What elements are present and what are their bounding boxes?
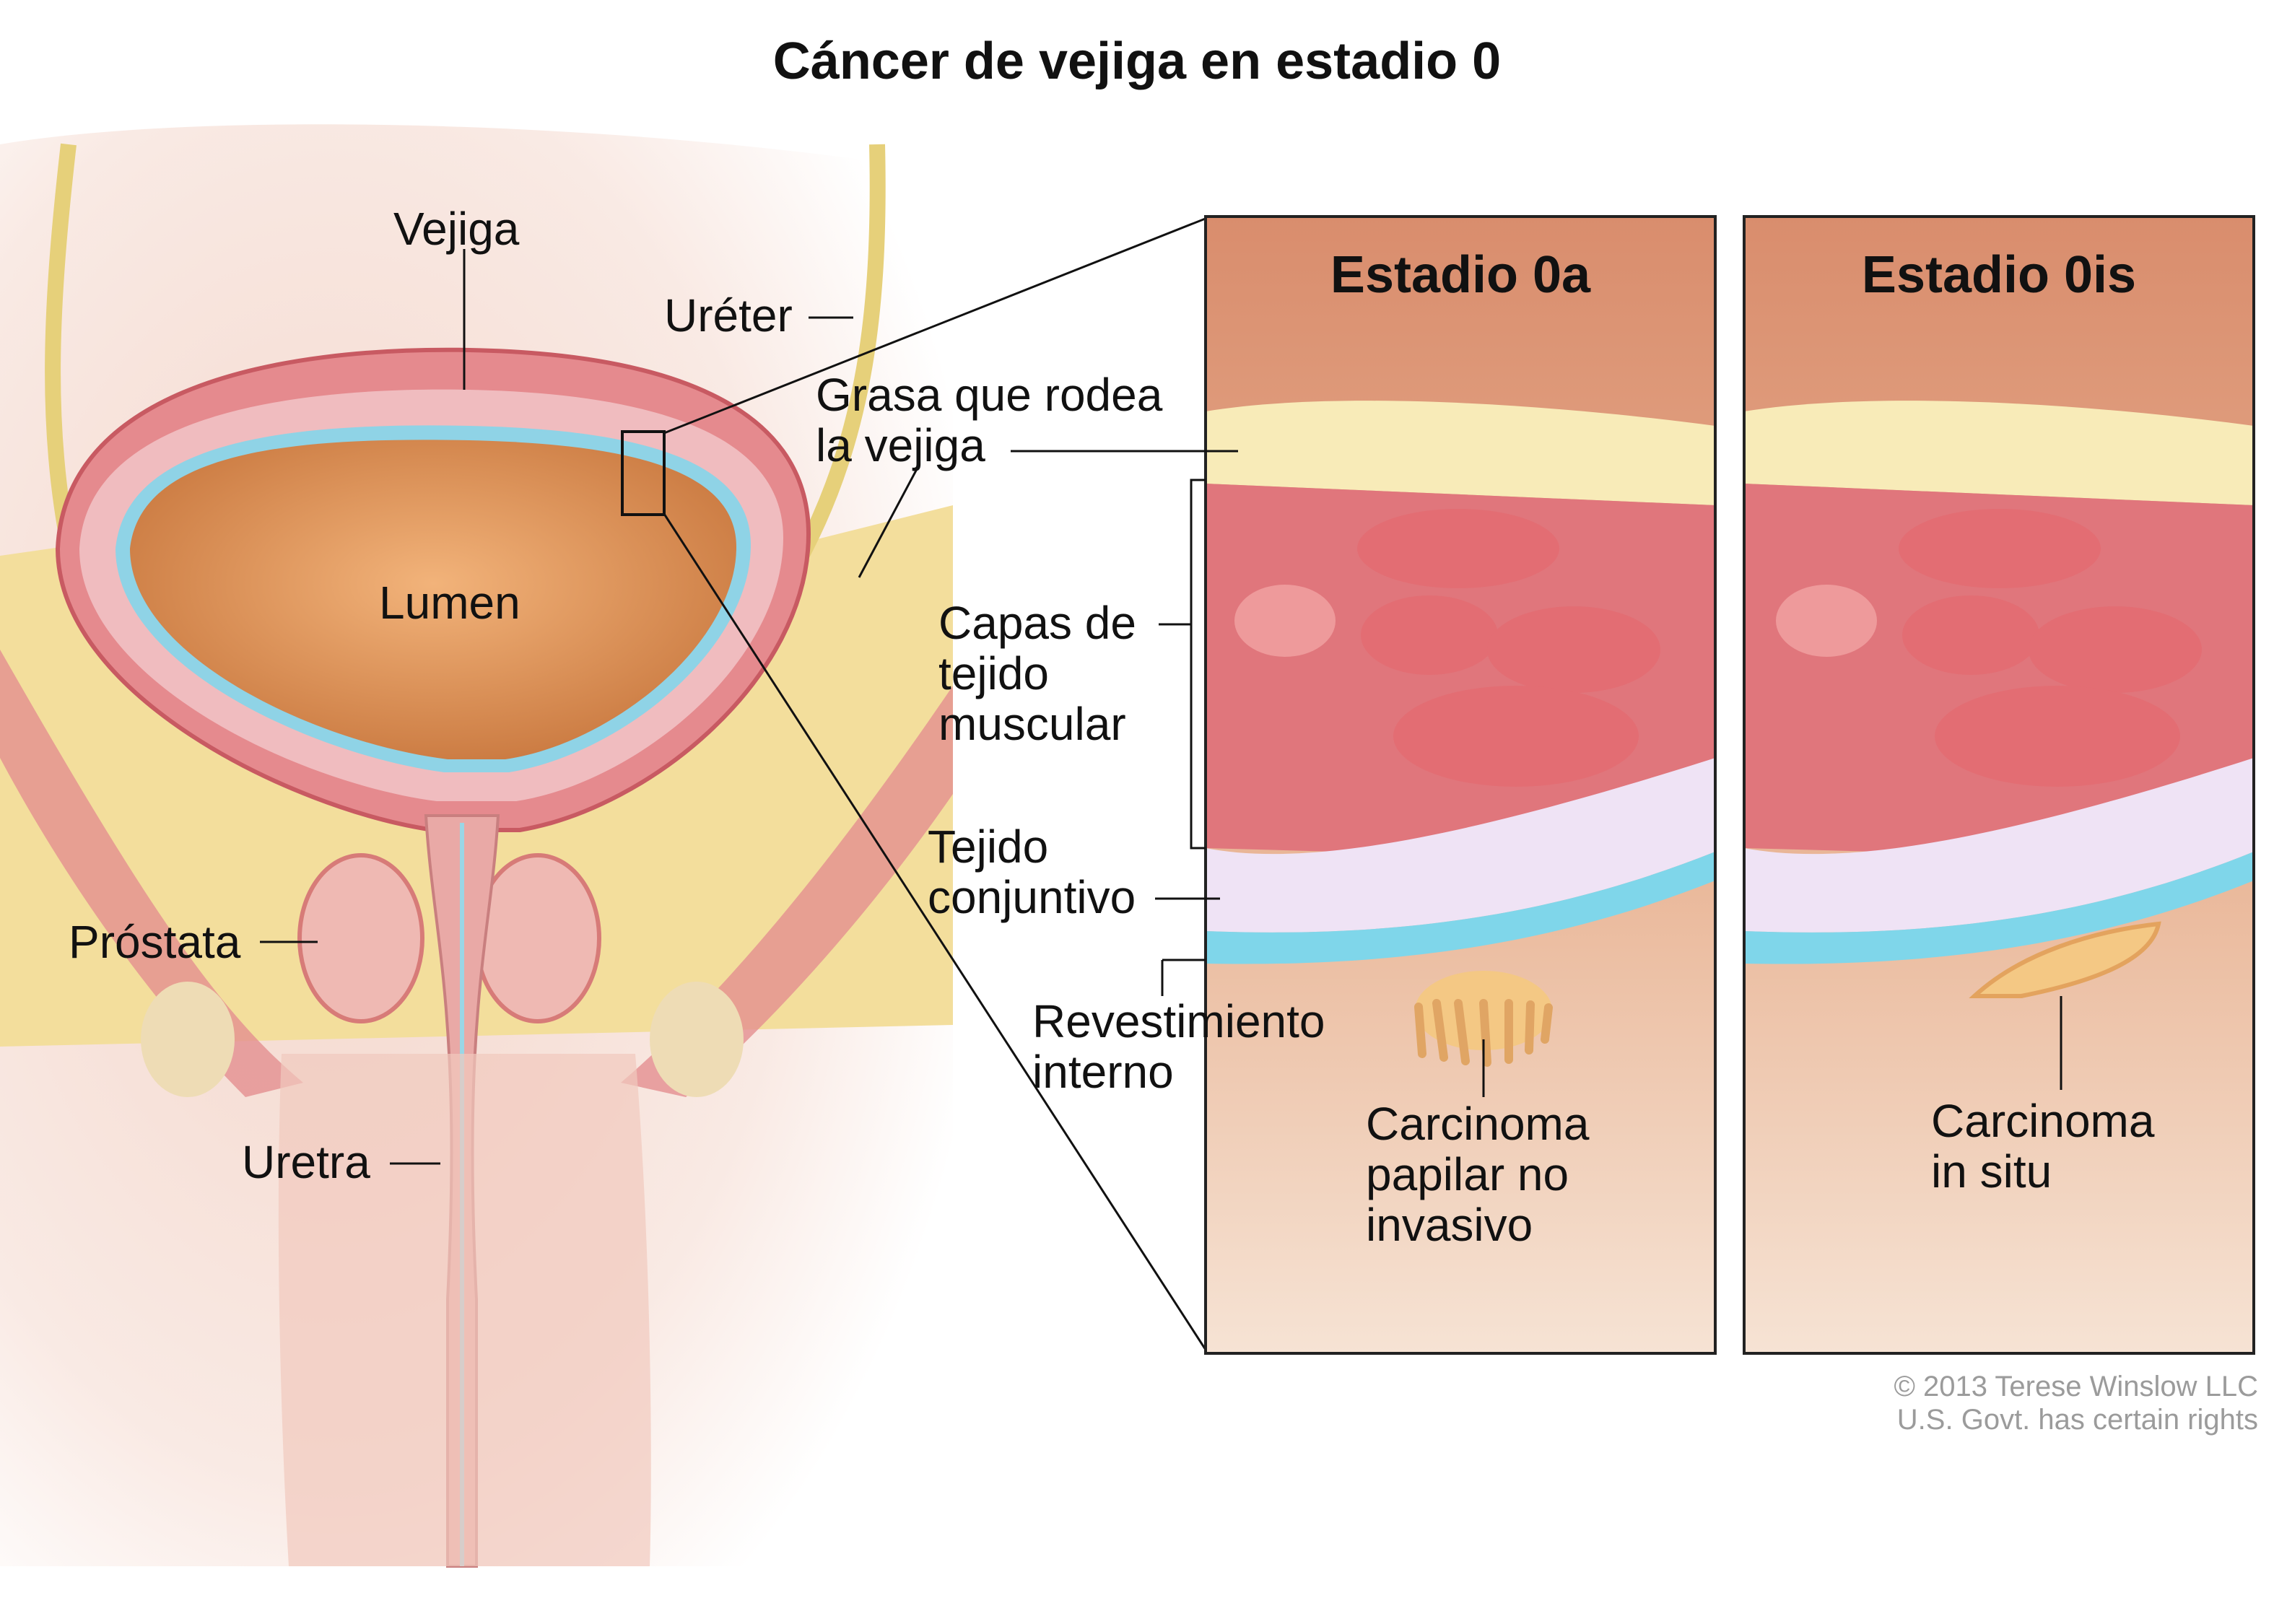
label-carcinoma-papilar: Carcinoma papilar no invasivo	[1366, 1098, 1590, 1251]
panel-stage-0is	[1743, 215, 2255, 1355]
ureter-right	[794, 144, 886, 560]
prostate-left	[297, 853, 424, 1023]
label-carcinoma-in-situ: Carcinoma in situ	[1931, 1095, 2155, 1197]
panel-title-stage-0a: Estadio 0a	[1330, 246, 1591, 304]
label-prostata: Próstata	[69, 916, 241, 968]
label-grasa: Grasa que rodea la vejiga	[816, 369, 1163, 471]
label-uretra: Uretra	[242, 1136, 370, 1188]
label-revestimiento-interno: Revestimiento interno	[1032, 995, 1325, 1098]
label-ureter: Uréter	[664, 289, 793, 341]
panel-stage-0a	[1204, 215, 1717, 1355]
prostate-right	[474, 853, 601, 1023]
copyright-credit: © 2013 Terese Winslow LLC U.S. Govt. has…	[1894, 1371, 2258, 1436]
diagram-title: Cáncer de vejiga en estadio 0	[772, 32, 1502, 90]
panel-title-stage-0is: Estadio 0is	[1861, 246, 2137, 304]
carcinoma-in-situ	[1969, 921, 2161, 998]
anatomy-illustration	[0, 124, 1208, 1568]
leader-lines	[260, 249, 2062, 1165]
label-capas-muscular: Capas de tejido muscular	[938, 597, 1136, 750]
ureter-left	[45, 143, 80, 565]
label-vejiga: Vejiga	[393, 203, 520, 255]
label-tejido-conjuntivo: Tejido conjuntivo	[928, 821, 1136, 923]
bladder-lumen	[130, 440, 736, 759]
papillary-tumor	[1414, 971, 1553, 1067]
label-lumen: Lumen	[379, 577, 520, 629]
zoom-box	[621, 430, 666, 516]
